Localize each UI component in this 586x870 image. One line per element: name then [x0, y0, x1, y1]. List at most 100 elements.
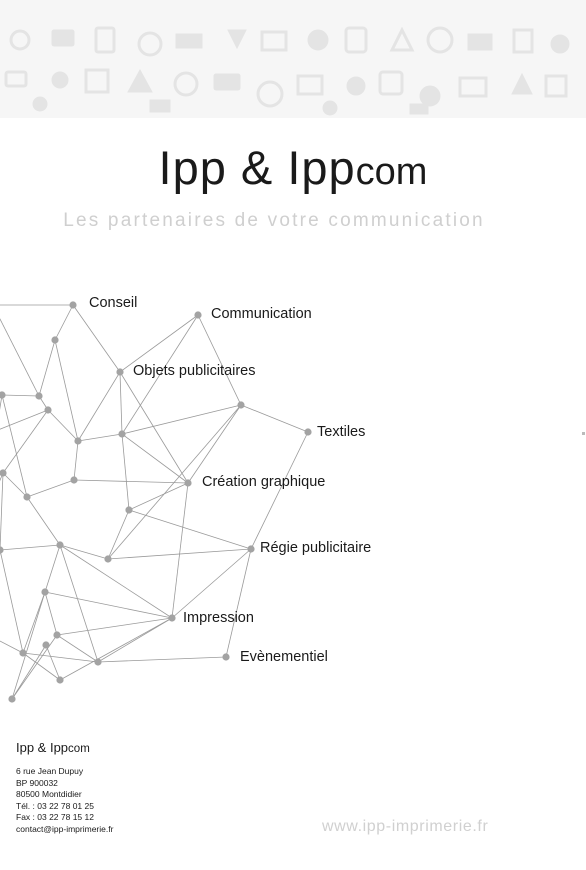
- network-edge: [59, 617, 173, 681]
- network-edge: [44, 591, 173, 619]
- network-node: [74, 437, 82, 445]
- network-edge: [119, 371, 123, 435]
- network-edge: [0, 544, 61, 551]
- address-street: 6 rue Jean Dupuy: [16, 766, 84, 776]
- network-edge: [97, 617, 173, 663]
- network-edge: [59, 544, 173, 619]
- network-edge: [250, 431, 309, 550]
- network-node: [23, 493, 31, 501]
- network-edge: [77, 371, 121, 442]
- address-city: 80500 Montdidier: [16, 789, 82, 800]
- network-node: [125, 506, 133, 514]
- service-label-creation-graphique: Création graphique: [202, 474, 325, 490]
- network-edge: [0, 640, 24, 654]
- network-edge: [107, 404, 242, 560]
- network-node: [44, 406, 52, 414]
- network-edge: [187, 404, 242, 484]
- service-label-objets-publicitaires: Objets publicitaires: [133, 363, 256, 379]
- network-node: [194, 311, 202, 319]
- network-edge: [56, 634, 99, 663]
- network-edge: [47, 409, 79, 442]
- network-edge: [45, 644, 61, 681]
- footer-company-name: Ipp & Ippcom: [16, 740, 90, 755]
- network-node: [237, 401, 245, 409]
- network-edge: [171, 482, 189, 619]
- decorative-icon-banner: [0, 0, 586, 118]
- network-edge: [44, 544, 61, 593]
- edge-mark: [582, 432, 585, 435]
- network-edge: [2, 409, 49, 474]
- network-edge: [97, 656, 227, 663]
- network-edge: [1, 394, 28, 498]
- footer-address: 6 rue Jean Dupuy BP 900032 80500 Montdid…: [16, 766, 113, 836]
- network-edge: [107, 509, 130, 560]
- network-node: [0, 469, 7, 477]
- network-node: [56, 541, 64, 549]
- network-node: [8, 695, 16, 703]
- network-edge: [107, 548, 252, 560]
- network-node: [51, 336, 59, 344]
- network-node: [35, 392, 43, 400]
- network-node: [118, 430, 126, 438]
- network-node: [41, 588, 49, 596]
- network-edge: [54, 339, 79, 442]
- network-edge: [38, 339, 56, 397]
- network-edge: [119, 371, 189, 484]
- network-edge: [59, 544, 109, 560]
- network-edge: [59, 544, 99, 663]
- address-fax: Fax : 03 22 78 15 12: [16, 812, 94, 823]
- tagline: Les partenaires de votre communication: [63, 210, 485, 231]
- service-label-conseil: Conseil: [89, 295, 137, 311]
- service-label-evenementiel: Evènementiel: [240, 649, 328, 665]
- network-edge: [73, 440, 79, 481]
- network-edge: [128, 509, 252, 550]
- network-node: [222, 653, 230, 661]
- network-edge: [0, 394, 3, 411]
- network-node: [184, 479, 192, 487]
- network-edge: [197, 314, 242, 406]
- address-phone: Tél. : 03 22 78 01 25: [16, 800, 94, 811]
- services-network-diagram: Conseil Communication Objets publicitair…: [0, 295, 371, 703]
- network-edge: [11, 634, 58, 700]
- network-edge: [22, 652, 99, 663]
- network-edge: [121, 404, 242, 435]
- network-edge: [121, 433, 130, 511]
- network-edge: [225, 548, 252, 658]
- network-edge: [240, 404, 309, 433]
- network-edge: [119, 314, 199, 373]
- network-edge: [22, 591, 46, 654]
- network-edge: [11, 644, 47, 700]
- address-email: contact@ipp-imprimerie.fr: [16, 823, 114, 834]
- network-edge: [128, 482, 189, 511]
- network-edge: [171, 548, 252, 619]
- network-node: [70, 476, 78, 484]
- network-edge: [26, 496, 61, 546]
- network-edge: [0, 409, 49, 430]
- network-edge: [26, 479, 75, 498]
- network-edge: [44, 591, 58, 636]
- network-node: [116, 368, 124, 376]
- network-edge: [121, 433, 189, 484]
- service-label-communication: Communication: [211, 306, 312, 322]
- icon-pattern: [4, 26, 570, 116]
- network-edge: [0, 549, 24, 654]
- service-label-regie-publicitaire: Régie publicitaire: [260, 540, 371, 556]
- network-edge: [54, 304, 74, 341]
- network-node: [69, 301, 77, 309]
- network-edge: [11, 591, 46, 700]
- network-node: [42, 641, 50, 649]
- network-edge: [0, 472, 4, 551]
- network-node: [19, 649, 27, 657]
- network-node: [304, 428, 312, 436]
- network-node: [168, 614, 176, 622]
- network-edge: [73, 479, 189, 484]
- website-url: www.ipp-imprimerie.fr: [322, 818, 489, 835]
- network-edge: [0, 318, 40, 397]
- network-nodes: [0, 301, 312, 703]
- service-label-impression: Impression: [183, 610, 254, 626]
- network-edges: [0, 304, 309, 700]
- network-node: [56, 676, 64, 684]
- network-node: [0, 546, 4, 554]
- network-edge: [77, 433, 123, 442]
- network-node: [94, 658, 102, 666]
